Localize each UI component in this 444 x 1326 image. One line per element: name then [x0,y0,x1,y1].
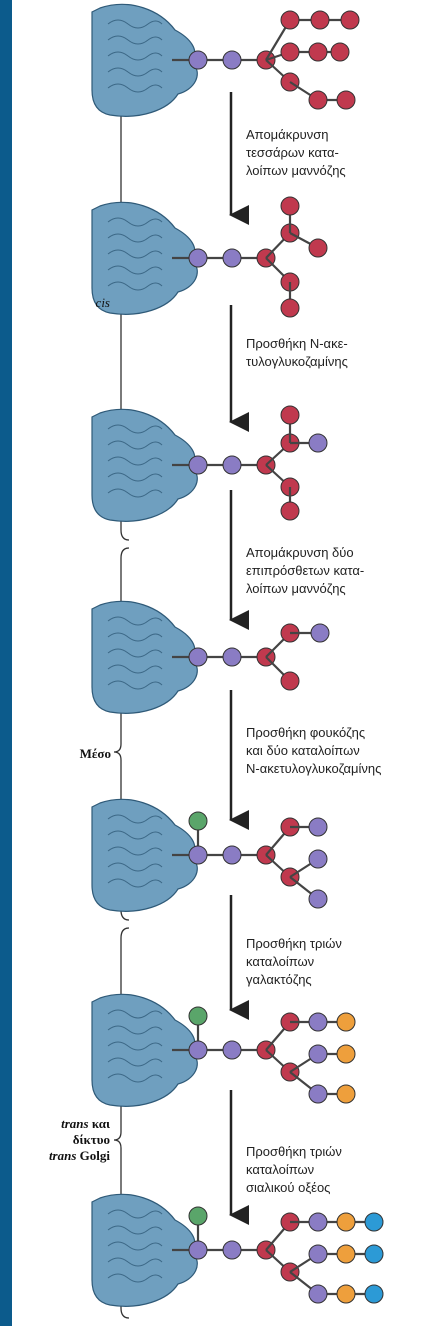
protein-blob-icon [91,600,198,714]
sialic-acid-residue [364,1212,384,1232]
left-sidebar-strip [0,0,12,1326]
oligosaccharide-stage-1 [91,3,360,117]
mannose-residue [280,42,300,62]
glcnac-residue [222,1240,242,1260]
oligosaccharide-stage-2 [91,196,328,318]
mannose-residue [308,238,328,258]
mannose-residue [336,90,356,110]
mannose-residue [280,405,300,425]
glcnac-residue [222,647,242,667]
glcnac-residue [222,845,242,865]
sialic-acid-residue [364,1284,384,1304]
glcnac-residue [188,455,208,475]
region-label-cis: cis [95,295,110,310]
mannose-residue [310,10,330,30]
fucose-residue [188,811,208,831]
glcnac-residue [308,849,328,869]
glcnac-residue [308,817,328,837]
protein-blob-icon [91,993,198,1107]
galactose-residue [336,1044,356,1064]
region-label-trans: trans και δίκτυο trans Golgi [48,1116,110,1163]
oligosaccharide-stage-7 [91,1193,384,1307]
oligosaccharide-stage-5 [91,798,328,912]
mannose-residue [340,10,360,30]
glcnac-residue [222,248,242,268]
oligosaccharide-stage-4 [91,600,330,714]
fucose-residue [188,1206,208,1226]
fucose-residue [188,1006,208,1026]
protein-blob-icon [91,3,198,117]
glcnac-residue [308,889,328,909]
region-label-medial: Μέσο [79,746,111,761]
mannose-residue [330,42,350,62]
glcnac-residue [308,1212,328,1232]
glcnac-residue [308,433,328,453]
protein-blob-icon [91,798,198,912]
galactose-residue [336,1284,356,1304]
protein-blob-icon [91,408,198,522]
glcnac-residue [188,1240,208,1260]
galactose-residue [336,1084,356,1104]
galactose-residue [336,1244,356,1264]
mannose-residue [308,90,328,110]
glcnac-residue [188,248,208,268]
bracket-icon [113,927,130,1319]
oligosaccharide-stage-6 [91,993,356,1107]
mannose-residue [280,196,300,216]
bracket-icon [113,547,130,921]
glcnac-residue [308,1284,328,1304]
glcnac-residue [310,623,330,643]
glcnac-residue [222,50,242,70]
glcnac-residue [308,1012,328,1032]
glcnac-residue [188,647,208,667]
galactose-residue [336,1212,356,1232]
sialic-acid-residue [364,1244,384,1264]
glcnac-residue [222,1040,242,1060]
mannose-residue [308,42,328,62]
protein-blob-icon [91,201,198,315]
protein-blob-icon [91,1193,198,1307]
mannose-residue [280,501,300,521]
galactose-residue [336,1012,356,1032]
glcnac-residue [222,455,242,475]
mannose-residue [280,671,300,691]
glcnac-residue [308,1084,328,1104]
glcnac-residue [188,845,208,865]
glcnac-residue [188,50,208,70]
oligosaccharide-stage-3 [91,405,328,522]
mannose-residue [280,298,300,318]
glcnac-residue [188,1040,208,1060]
glcnac-residue [308,1044,328,1064]
glcnac-residue [308,1244,328,1264]
step-text-2: Προσθήκη N-ακε-τυλογλυκοζαμίνης [246,336,348,369]
mannose-residue [280,10,300,30]
